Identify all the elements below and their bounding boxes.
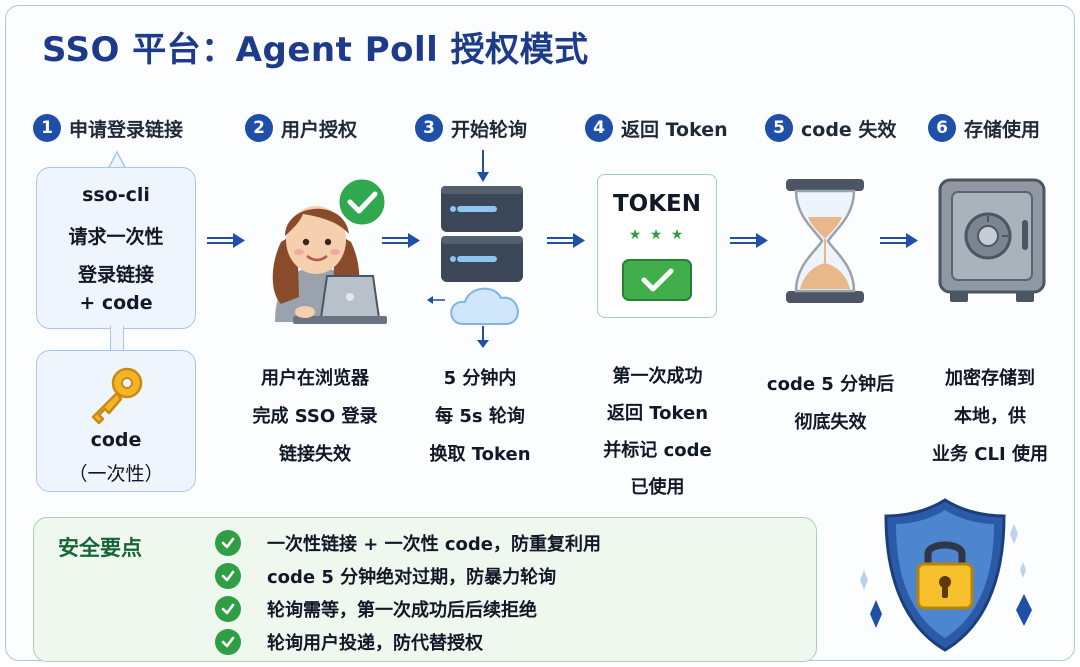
bubble-pointer-icon <box>107 150 127 170</box>
step-6-label: 存储使用 <box>964 118 1041 141</box>
step-3-description: 5 分钟内 每 5s 轮询 换取 Token <box>400 360 560 474</box>
request-line-4: + code <box>79 292 153 314</box>
step-3-desc-line: 5 分钟内 <box>443 368 517 389</box>
step-4-desc-line: 已使用 <box>630 477 685 498</box>
safe-icon <box>938 178 1046 302</box>
step-6-number: 6 <box>928 114 956 142</box>
security-title: 安全要点 <box>58 536 142 560</box>
step-6-desc-line: 本地，供 <box>954 406 1026 427</box>
check-circle-icon <box>215 629 241 655</box>
security-item-text: code 5 分钟绝对过期，防暴力轮询 <box>267 567 557 588</box>
step-5-label: code 失效 <box>801 118 897 141</box>
step-5-description: code 5 分钟后 彻底失效 <box>748 366 913 442</box>
step-2-description: 用户在浏览器 完成 SSO 登录 链接失效 <box>225 360 405 474</box>
step-3-label: 开始轮询 <box>451 118 528 141</box>
security-item-text: 轮询需等，第一次成功后后续拒绝 <box>267 600 537 621</box>
step-2-desc-line: 完成 SSO 登录 <box>252 406 378 427</box>
arrow-right-icon <box>382 233 420 248</box>
security-item-text: 轮询用户投递，防代替授权 <box>267 633 483 654</box>
step-5-number: 5 <box>765 114 793 142</box>
user-laptop-icon <box>272 176 388 324</box>
step-6-desc-line: 加密存储到 <box>945 368 1035 389</box>
step-2-label: 用户授权 <box>281 118 358 141</box>
token-card: TOKEN ★ ★ ★ <box>597 174 717 318</box>
step-4-number: 4 <box>585 114 613 142</box>
page-title: SSO 平台：Agent Poll 授权模式 <box>42 30 589 70</box>
token-stars: ★ ★ ★ <box>628 227 686 243</box>
step-4-header: 4 返回 Token <box>585 112 728 144</box>
request-line-2: 请求一次性 <box>68 226 164 248</box>
bubble-connector <box>110 326 124 352</box>
key-icon <box>91 367 143 425</box>
step-5-desc-line: code 5 分钟后 <box>766 374 895 395</box>
step-6-header: 6 存储使用 <box>928 112 1040 144</box>
hourglass-icon <box>786 179 864 303</box>
step-3-desc-line: 每 5s 轮询 <box>435 406 525 427</box>
step-5-header: 5 code 失效 <box>765 112 896 144</box>
step-3-header: 3 开始轮询 <box>415 112 527 144</box>
step-2-number: 2 <box>245 114 273 142</box>
security-item: 轮询用户投递，防代替授权 <box>215 626 483 658</box>
request-bubble: sso-cli 请求一次性 登录链接 + code <box>36 167 196 329</box>
request-line-3: 登录链接 <box>77 264 154 286</box>
check-circle-icon <box>215 563 241 589</box>
code-sublabel: （一次性） <box>68 463 164 485</box>
check-circle-icon <box>215 530 241 556</box>
step-6-desc-line: 业务 CLI 使用 <box>932 444 1048 465</box>
check-circle-icon <box>215 596 241 622</box>
step-3-number: 3 <box>415 114 443 142</box>
server-poll-icon <box>427 150 523 348</box>
security-item: code 5 分钟绝对过期，防暴力轮询 <box>215 560 556 592</box>
security-item-text: 一次性链接 + 一次性 code，防重复利用 <box>267 534 602 555</box>
security-item: 轮询需等，第一次成功后后续拒绝 <box>215 593 537 625</box>
step-4-desc-line: 并标记 code <box>603 440 712 461</box>
step-1-number: 1 <box>33 114 61 142</box>
arrow-right-icon <box>880 233 918 248</box>
step-4-label: 返回 Token <box>621 118 728 141</box>
check-badge-icon <box>622 259 692 301</box>
arrow-right-icon <box>547 233 585 248</box>
step-2-desc-line: 用户在浏览器 <box>261 368 369 389</box>
step-5-desc-line: 彻底失效 <box>794 412 867 433</box>
security-panel <box>33 517 817 662</box>
step-4-desc-line: 返回 Token <box>606 403 709 424</box>
step-6-description: 加密存储到 本地，供 业务 CLI 使用 <box>910 360 1070 474</box>
step-1-label: 申请登录链接 <box>69 118 184 141</box>
step-4-description: 第一次成功 返回 Token 并标记 code 已使用 <box>575 358 740 506</box>
security-item: 一次性链接 + 一次性 code，防重复利用 <box>215 527 601 559</box>
shield-lock-icon <box>860 498 1032 652</box>
code-label: code <box>90 429 142 451</box>
step-3-desc-line: 换取 Token <box>429 444 531 465</box>
step-2-header: 2 用户授权 <box>245 112 357 144</box>
step-4-desc-line: 第一次成功 <box>612 366 703 387</box>
request-line-1: sso-cli <box>82 184 150 206</box>
code-bubble: code （一次性） <box>36 350 196 492</box>
arrow-right-icon <box>207 233 245 248</box>
step-1-header: 1 申请登录链接 <box>33 112 183 144</box>
step-2-desc-line: 链接失效 <box>279 444 351 465</box>
token-label: TOKEN <box>612 191 702 217</box>
arrow-right-icon <box>730 233 768 248</box>
